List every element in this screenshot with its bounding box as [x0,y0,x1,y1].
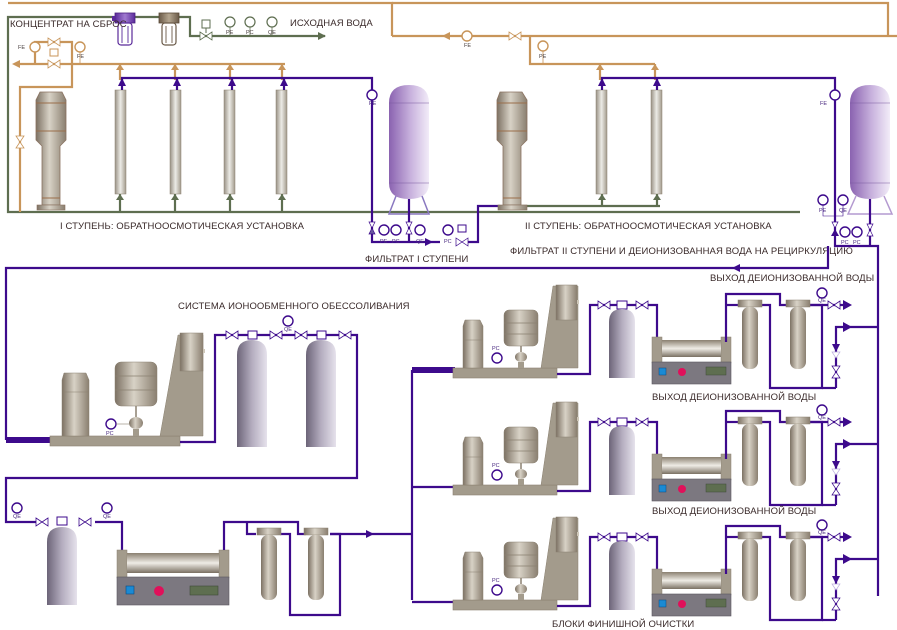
feed-instrument-pc: PC [244,16,256,36]
concentrate-valve-top[interactable] [47,37,61,47]
stage2-label: II СТУПЕНЬ: ОБРАТНООСМОТИЧЕСКАЯ УСТАНОВК… [525,221,772,232]
recirculation-label: ФИЛЬТРАТ II СТУПЕНИ И ДЕИОНИЗОВАННАЯ ВОД… [510,246,853,257]
recirculation-line [4,246,830,443]
stage2-storage-tank [846,85,894,242]
stage2-pump [496,91,528,211]
mixed-bed-column [47,527,77,605]
ion-exchange-columns: QE [180,315,359,460]
svg-text:PC: PC [492,578,500,584]
finishing-block: PC QE [452,516,878,622]
recycle-instrument-pe: PE [537,40,549,64]
svg-text:FE: FE [18,45,25,51]
lower-polishing-line: QE QE [4,460,359,605]
svg-text:PC: PC [841,240,849,246]
concentrate-return-line [392,1,890,36]
concentrate-lines [8,1,897,212]
source-water-label: ИСХОДНАЯ ВОДА [290,18,373,29]
feed-water-line [6,15,800,214]
svg-text:PC: PC [492,463,500,469]
red-indicator [154,586,164,596]
svg-text:QE: QE [284,327,292,333]
finishing-block: PC QE [452,401,878,507]
svg-text:PC: PC [853,240,861,246]
recycle-instrument-fe: FE [461,30,473,49]
flow-arrow-icon [425,238,433,246]
svg-text:QE: QE [13,514,21,520]
final-filters-lower [222,520,412,617]
stage2-permeate-line [598,76,837,230]
feed-instrument-pe: PE [224,16,236,36]
concentrate-drain-label: КОНЦЕНТРАТ НА СБРОС [10,19,127,30]
distribution-riser [410,367,455,604]
ion-exchange-column [306,340,336,447]
prefilter-brown [158,12,180,46]
ro-membrane [169,89,182,195]
svg-text:PC: PC [492,346,500,352]
svg-text:PC: PC [246,30,254,36]
deionized-out-2-label: ВЫХОД ДЕИОНИЗОВАННОЙ ВОДЫ [652,391,816,403]
stage2-tank-instruments: FE PE QE PC PC [817,89,874,246]
ro-membrane [595,89,608,195]
ro-membrane [275,89,288,195]
ion-exchange-column [237,340,267,447]
recycle-valve[interactable] [508,31,522,41]
svg-text:FE: FE [820,101,827,107]
display-panel [189,585,219,596]
deionized-supply-riser [833,230,880,596]
stage1-permeate-line [118,76,440,246]
stage1-membranes [114,89,288,200]
svg-text:QE: QE [103,514,111,520]
uv-sterilizer-lower [116,549,230,606]
ion-exchange-pc: PC [105,418,129,437]
flow-arrow-icon [12,60,20,68]
concentrate-instrument-fe-1: FE [18,41,41,53]
flow-arrow-icon [318,32,326,40]
blue-button[interactable] [125,585,135,595]
filtrate1-label: ФИЛЬТРАТ I СТУПЕНИ [365,254,468,265]
svg-text:PE: PE [380,239,388,245]
ro-membrane [223,89,236,195]
ion-exchange-pump-unit [49,332,205,447]
flow-arrow-icon [442,32,450,40]
svg-text:PE: PE [369,101,377,107]
ro-membrane [114,89,127,195]
svg-text:FE: FE [77,54,84,60]
svg-text:QE: QE [818,530,826,536]
ro-membrane [650,89,663,195]
concentrate-instrument-fe-2: FE [74,41,86,64]
concentrate-valve-side[interactable] [15,135,25,149]
deionized-out-3-label: ВЫХОД ДЕИОНИЗОВАННОЙ ВОДЫ [652,505,816,517]
svg-text:QE: QE [416,239,424,245]
svg-text:QE: QE [818,298,826,304]
feed-control-valve[interactable] [199,19,213,41]
deionized-out-1-label: ВЫХОД ДЕИОНИЗОВАННОЙ ВОДЫ [710,272,874,284]
svg-text:FE: FE [464,43,471,49]
svg-text:PE: PE [539,54,547,60]
svg-text:QE: QE [818,415,826,421]
svg-text:PC: PC [444,239,452,245]
stage2-feed-line [468,204,500,244]
stage1-pump [35,91,67,211]
finishing-block: PC QE [452,284,878,390]
polishing-units-label: БЛОКИ ФИНИШНОЙ ОЧИСТКИ [552,618,694,630]
concentrate-control-valve[interactable] [47,48,61,69]
stage1-tank-instruments: PE PE PC QE PC [366,89,469,247]
finishing-blocks: PC QE [452,284,878,622]
stage2-membranes [595,89,663,200]
svg-text:PC: PC [106,431,114,437]
svg-text:PC: PC [392,239,400,245]
ion-exchange-label: СИСТЕМА ИОНООБМЕННОГО ОБЕССОЛИВАНИЯ [178,301,410,312]
svg-text:PE: PE [226,30,234,36]
stage1-storage-tank [387,85,431,242]
stage1-label: I СТУПЕНЬ: ОБРАТНООСМОТИЧЕСКАЯ УСТАНОВКА [60,221,305,232]
svg-text:QE: QE [268,30,276,36]
prefilter-purple [112,12,136,46]
feed-instrument-qe: QE [266,16,278,36]
flow-arrow-icon [732,264,740,272]
